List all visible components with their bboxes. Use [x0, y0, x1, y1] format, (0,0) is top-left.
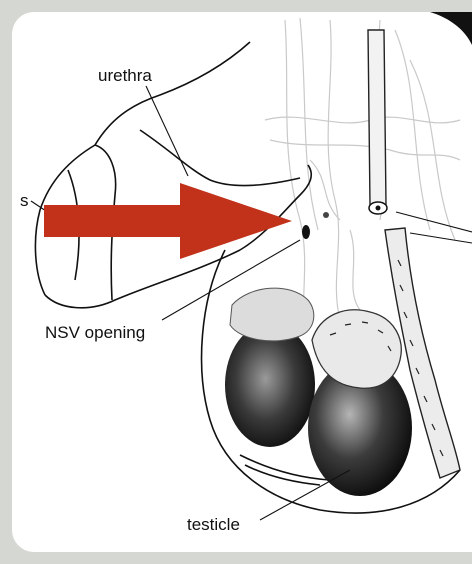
spermatic-cord: [368, 30, 386, 205]
nsv-opening-mark: [302, 225, 310, 239]
right-epididymis: [312, 310, 401, 388]
label-s: s: [20, 192, 29, 209]
diagram-panel: urethra s NSV opening testicle: [12, 12, 472, 552]
arrow-right-icon: [44, 183, 292, 259]
label-urethra: urethra: [98, 67, 152, 84]
cord-lumen: [376, 206, 381, 211]
anatomy-illustration: [12, 12, 472, 552]
label-nsv-opening: NSV opening: [45, 324, 145, 341]
left-epididymis: [230, 288, 314, 341]
corner-shadow: [430, 12, 472, 45]
small-vessel-dot: [323, 212, 329, 218]
vessel-sketch: [265, 18, 460, 330]
left-testicle: [225, 323, 315, 447]
penis-outline: [35, 42, 311, 308]
label-testicle: testicle: [187, 516, 240, 533]
